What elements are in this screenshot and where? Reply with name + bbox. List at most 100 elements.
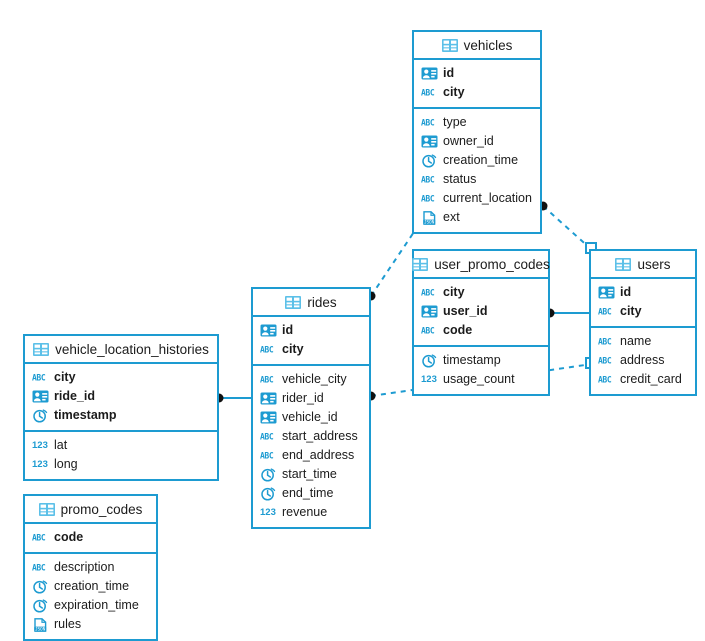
table-header-vehicle_location_histories[interactable]: vehicle_location_histories [25,336,217,364]
table-grid-icon [615,257,632,271]
field-name: lat [54,438,68,453]
field-row-user_id[interactable]: user_id [414,302,548,321]
field-row-owner_id[interactable]: owner_id [414,132,540,151]
field-name: name [620,334,652,349]
field-row-id[interactable]: id [253,321,369,340]
field-name: long [54,457,78,472]
field-row-city[interactable]: ABC city [253,340,369,359]
field-row-creation_time[interactable]: creation_time [414,151,540,170]
field-row-timestamp[interactable]: timestamp [25,406,217,425]
field-name: city [282,342,304,357]
table-header-rides[interactable]: rides [253,289,369,317]
abc-text-icon: ABC [260,343,274,355]
table-header-user_promo_codes[interactable]: user_promo_codes [412,251,550,279]
clock-icon [32,579,49,594]
abc-text-icon: ABC [32,531,46,543]
field-row-id[interactable]: id [414,64,540,83]
field-name: end_address [282,448,355,463]
table-header-vehicles[interactable]: vehicles [414,32,540,60]
field-row-usage_count[interactable]: 123 usage_count [414,370,548,389]
field-name: city [443,85,465,100]
key-id-icon [421,305,438,318]
field-name: description [54,560,115,575]
field-name: start_address [282,429,358,444]
field-row-city[interactable]: ABC city [414,83,540,102]
field-row-creation_time[interactable]: creation_time [25,577,156,596]
json-icon: JSON [421,210,438,225]
field-name: usage_count [443,372,515,387]
table-header-users[interactable]: users [591,251,695,279]
field-name: type [443,115,467,130]
field-row-timestamp[interactable]: timestamp [414,351,548,370]
clock-icon [260,467,277,482]
field-row-expiration_time[interactable]: expiration_time [25,596,156,615]
key-id-icon [32,390,49,403]
field-row-start_time[interactable]: start_time [253,465,369,484]
field-row-vehicle_id[interactable]: vehicle_id [253,408,369,427]
field-row-ride_id[interactable]: ride_id [25,387,217,406]
table-title: vehicles [463,37,513,53]
number-icon: 123 [421,373,437,385]
field-row-long[interactable]: 123 long [25,455,217,474]
key-id-icon [421,67,438,80]
table-title: promo_codes [60,501,143,517]
field-name: rider_id [282,391,324,406]
table-title: vehicle_location_histories [55,341,209,357]
field-name: code [54,530,84,545]
field-row-rider_id[interactable]: rider_id [253,389,369,408]
abc-text-icon: ABC [598,305,612,317]
field-name: current_location [443,191,532,206]
abc-text-icon: ABC [421,86,435,98]
relationship-line-rides-vehicles [370,225,419,297]
key-id-icon [260,411,277,424]
relationship-line-vehicles-users [542,205,593,251]
field-name: timestamp [54,408,117,423]
field-row-id[interactable]: id [591,283,695,302]
number-icon: 123 [32,458,48,470]
table-grid-icon [285,295,302,309]
key-id-icon [260,392,277,405]
svg-text:JSON: JSON [424,219,435,224]
table-header-promo_codes[interactable]: promo_codes [25,496,156,524]
abc-text-icon: ABC [260,373,274,385]
table-title: user_promo_codes [434,256,550,272]
field-name: user_id [443,304,488,319]
field-row-end_time[interactable]: end_time [253,484,369,503]
svg-text:JSON: JSON [35,626,46,631]
field-row-code[interactable]: ABC code [25,528,156,547]
key-id-icon [260,324,277,337]
field-name: expiration_time [54,598,139,613]
